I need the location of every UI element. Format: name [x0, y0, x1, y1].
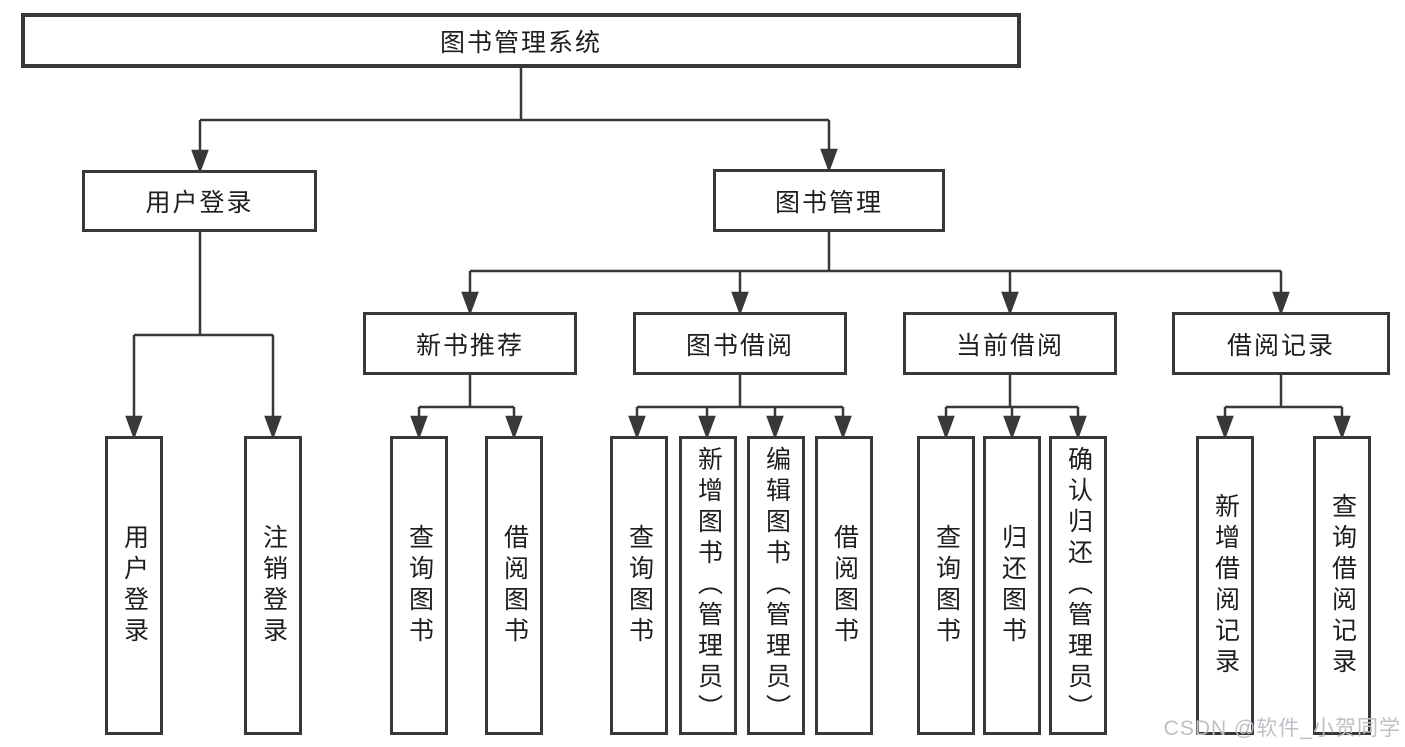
connector-current-borrowing-children — [937, 375, 1087, 440]
connector-book-management-children — [461, 232, 1290, 316]
connector-root-to-level2 — [191, 68, 838, 174]
node-label: 图书管理系统 — [439, 28, 602, 57]
leaf-user-login: 用户登录 — [105, 436, 163, 735]
node-label: 注销登录 — [259, 523, 288, 648]
node-borrow-records: 借阅记录 — [1172, 312, 1390, 375]
node-label: 归还图书 — [998, 523, 1027, 648]
node-label: 用户登录 — [120, 523, 149, 648]
leaf-edit-books-admin: 编辑图书（管理员） — [747, 436, 805, 735]
connector-user-login-children — [125, 232, 282, 440]
node-label: 借阅记录 — [1226, 331, 1335, 360]
connector-borrow-records-children — [1216, 375, 1351, 440]
node-book-borrowing: 图书借阅 — [633, 312, 847, 375]
node-label: 编辑图书（管理员） — [762, 446, 791, 725]
node-label: 确认归还（管理员） — [1064, 446, 1093, 725]
leaf-confirm-return-admin: 确认归还（管理员） — [1049, 436, 1107, 735]
node-label: 图书管理 — [774, 188, 883, 217]
node-label: 查询图书 — [932, 523, 961, 648]
node-label: 图书借阅 — [685, 331, 794, 360]
node-label: 新增图书（管理员） — [694, 446, 723, 725]
leaf-borrow-books: 借阅图书 — [815, 436, 873, 735]
node-label: 新增借阅记录 — [1211, 492, 1240, 679]
node-label: 查询图书 — [625, 523, 654, 648]
node-label: 借阅图书 — [500, 523, 529, 648]
node-label: 查询图书 — [405, 523, 434, 648]
node-label: 新书推荐 — [415, 331, 524, 360]
node-new-book-recommend: 新书推荐 — [363, 312, 577, 375]
leaf-add-borrow-record: 新增借阅记录 — [1196, 436, 1254, 735]
leaf-query-books-current: 查询图书 — [917, 436, 975, 735]
leaf-borrow-books-recommend: 借阅图书 — [485, 436, 543, 735]
node-current-borrowing: 当前借阅 — [903, 312, 1117, 375]
connector-book-borrowing-children — [628, 375, 852, 440]
leaf-query-books-recommend: 查询图书 — [390, 436, 448, 735]
leaf-query-borrow-record: 查询借阅记录 — [1313, 436, 1371, 735]
node-label: 借阅图书 — [830, 523, 859, 648]
node-root: 图书管理系统 — [21, 13, 1021, 68]
csdn-watermark: CSDN @软件_小贺同学 — [1163, 717, 1401, 740]
node-label: 当前借阅 — [955, 331, 1064, 360]
node-label: 用户登录 — [145, 189, 254, 217]
leaf-query-books-borrowing: 查询图书 — [610, 436, 668, 735]
leaf-logout: 注销登录 — [244, 436, 302, 735]
node-user-login: 用户登录 — [82, 170, 317, 232]
node-label: 查询借阅记录 — [1328, 492, 1357, 679]
connector-new-book-recommend-children — [410, 375, 523, 440]
leaf-return-books: 归还图书 — [983, 436, 1041, 735]
node-book-management: 图书管理 — [713, 169, 945, 232]
leaf-add-books-admin: 新增图书（管理员） — [679, 436, 737, 735]
